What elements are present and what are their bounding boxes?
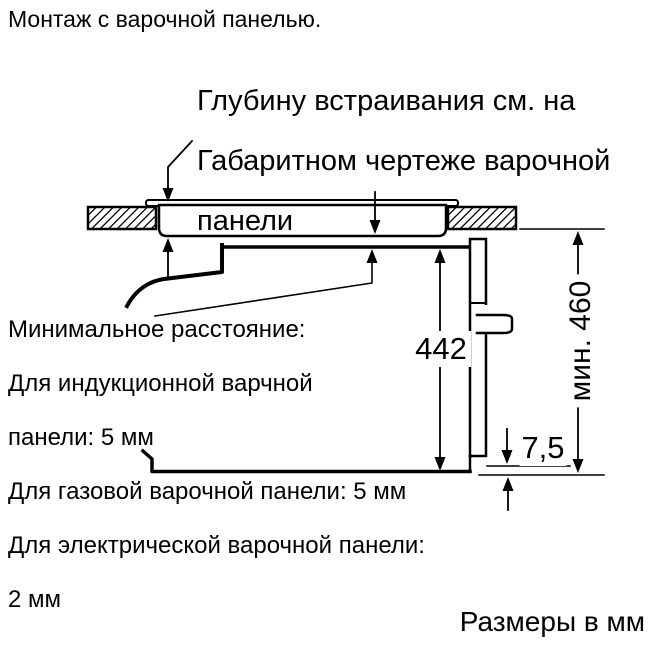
min-distance-line1: Минимальное расстояние:	[8, 316, 306, 343]
oven-knob	[475, 313, 514, 335]
embed-depth-note: Глубину встраивания см. на Габаритном че…	[197, 86, 610, 236]
min-distance-line2: Для индукционной варчной	[8, 370, 313, 397]
countertop-left-section	[87, 206, 157, 230]
min-distance-line3: панели: 5 мм	[8, 424, 154, 451]
embed-depth-left-arrow	[162, 139, 194, 202]
oven-front-frame	[468, 237, 488, 458]
min-distance-note: Минимальное расстояние: Для индукционной…	[8, 316, 425, 613]
units-note: Размеры в мм	[459, 606, 645, 637]
dimension-min-460-label: мин. 460	[564, 274, 598, 408]
dimension-442-label: 442	[411, 331, 471, 367]
countertop-right-section	[447, 206, 517, 230]
clearance-arrow-left	[162, 238, 174, 279]
dimension-7-5	[478, 428, 605, 511]
oven-bottom-line	[140, 448, 472, 474]
embed-depth-note-line1: Глубину встраивания см. на	[197, 85, 576, 117]
min-distance-line4: Для газовой варочной панели: 5 мм	[8, 478, 407, 505]
embed-depth-note-line2: Габаритном чертеже варочной	[197, 145, 611, 177]
countertop-right-outline	[446, 205, 518, 231]
oven-cutaway-top-left	[124, 243, 224, 309]
embed-depth-mid-arrow	[369, 191, 381, 234]
min-distance-line6: 2 мм	[8, 586, 62, 613]
dimension-7-5-label: 7,5	[519, 430, 567, 466]
countertop-left-outline	[86, 205, 158, 231]
oven-front-seam-gap	[480, 305, 489, 315]
min-distance-line5: Для электрической варочной панели:	[8, 532, 425, 559]
clearance-arrow-right	[154, 249, 378, 317]
embed-depth-note-line3: панели	[197, 205, 294, 237]
page-title: Монтаж с варочной панелью.	[8, 6, 322, 32]
